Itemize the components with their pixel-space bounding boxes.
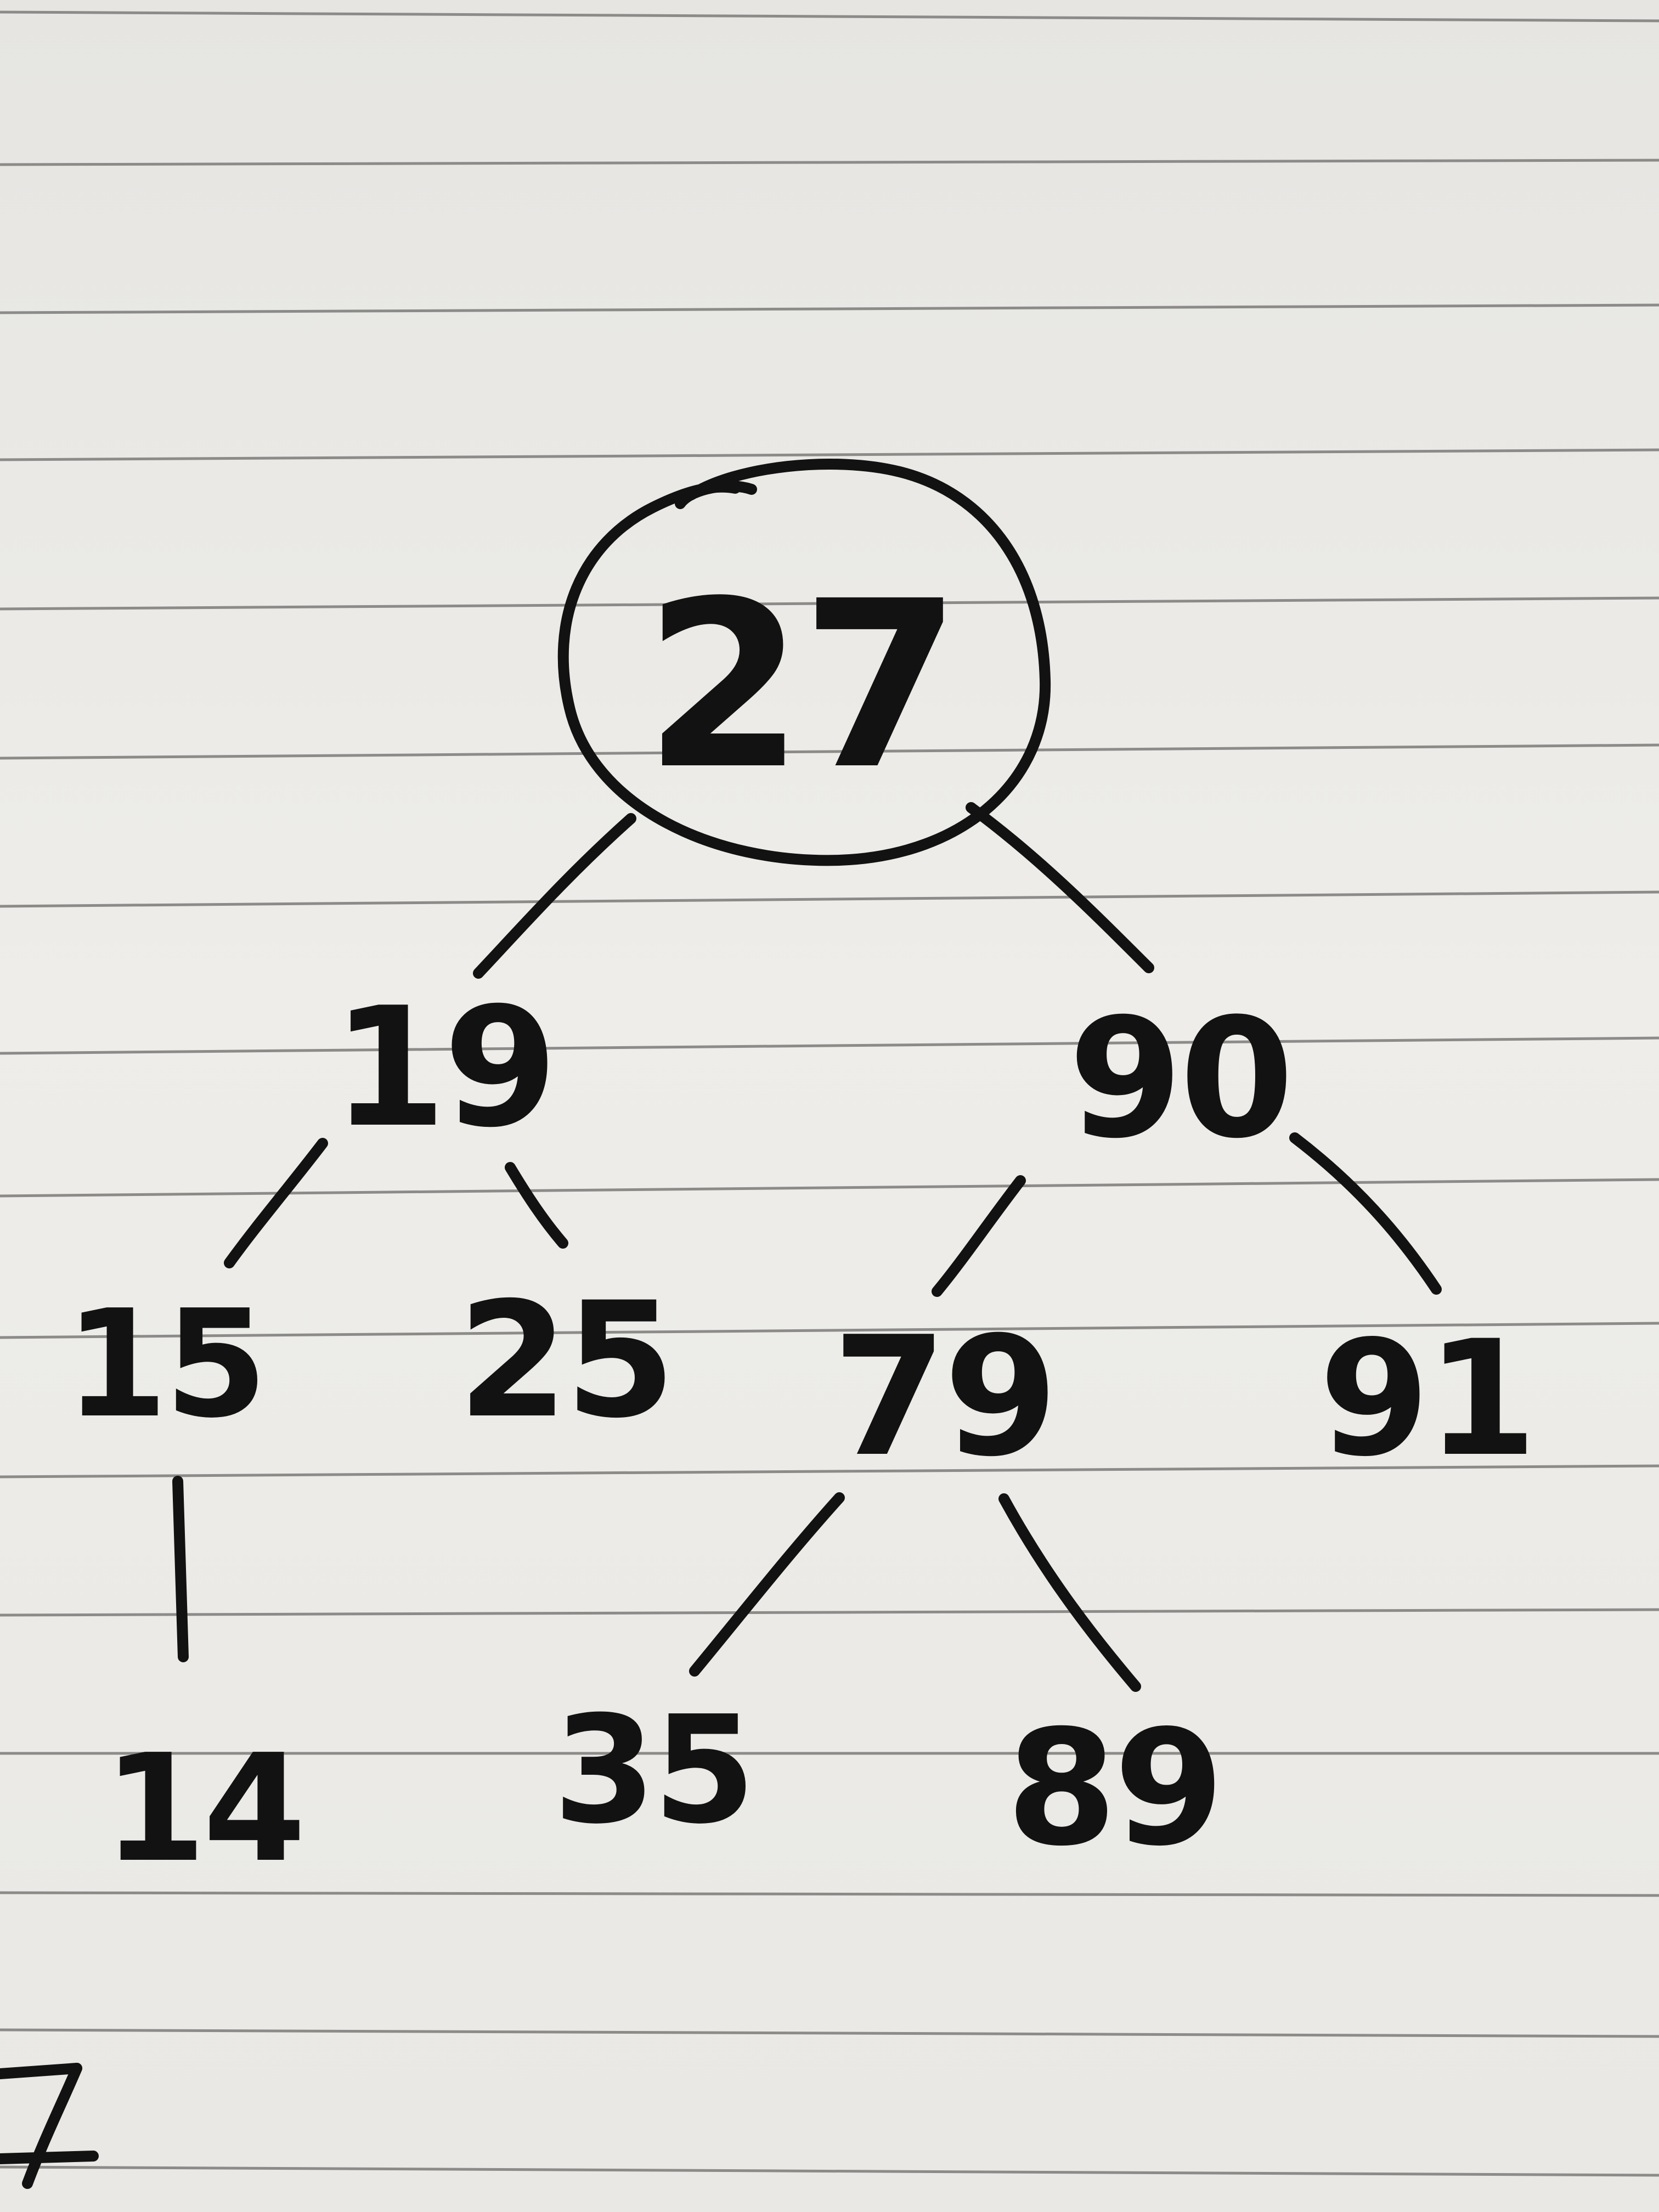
ruled-line [0,1608,1659,1617]
ruled-line [0,1464,1659,1479]
ruled-line [0,303,1659,314]
edge-90-91 [1289,1132,1442,1295]
cutoff-stroke [0,2063,82,2079]
edge-79-89 [998,1493,1141,1692]
node-27-label: 27 [644,552,958,820]
ruled-line [0,1322,1659,1339]
edge-19-15 [224,1138,328,1268]
ruled-line [0,743,1659,760]
root-circle [557,459,1051,866]
ruled-line [0,1891,1659,1897]
node-15-label: 15 [65,1278,264,1451]
ruled-line [0,1178,1659,1198]
edge-27-19 [473,813,636,979]
ruled-line [0,10,1659,22]
root-circle-overlap [675,481,757,509]
ruled-line [0,2165,1659,2177]
edge-90-79 [932,1175,1026,1297]
tree-edges [172,802,1442,1692]
edge-15-14 [172,1476,189,1662]
ruled-lines [0,10,1659,2177]
node-35-label: 35 [553,1684,753,1857]
ruled-line [0,1036,1659,1055]
node-90-label: 90 [1068,983,1290,1175]
cutoff-stroke [22,2063,82,2189]
node-91-label: 91 [1319,1307,1534,1492]
ruled-line [0,890,1659,908]
node-19-label: 19 [332,972,554,1164]
node-25-label: 25 [458,1268,673,1453]
ruled-line [0,448,1659,461]
edge-19-25 [505,1162,568,1249]
cutoff-stroke [0,2151,99,2164]
ruled-line [0,2028,1659,2038]
edge-27-90 [966,802,1154,973]
ruled-line [0,596,1659,611]
tree-nodes: 27 19 90 15 25 79 91 14 35 89 [65,552,1537,1895]
node-14-label: 14 [103,1722,303,1895]
node-89-label: 89 [1006,1696,1221,1881]
edge-79-35 [689,1492,845,1677]
node-79-label: 79 [832,1301,1054,1493]
ruled-line [0,159,1659,166]
cutoff-ink-mark [0,2063,99,2189]
